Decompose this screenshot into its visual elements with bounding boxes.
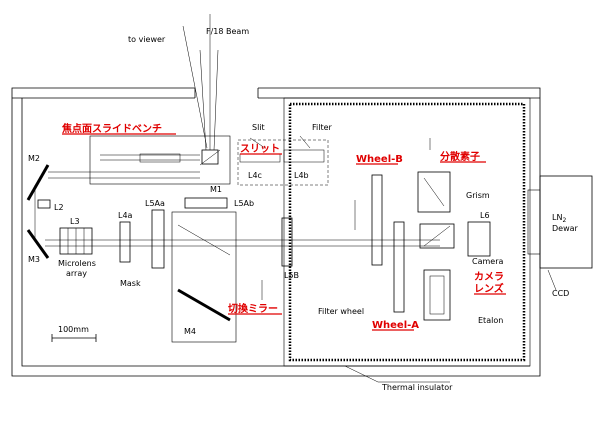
label-l5aa: L5Aa bbox=[145, 199, 165, 208]
label-filter-wheel: Filter wheel bbox=[318, 307, 364, 316]
label-to-viewer: to viewer bbox=[128, 35, 166, 44]
label-m1: M1 bbox=[210, 185, 222, 194]
lens-l6 bbox=[467, 221, 491, 257]
label-l4b: L4b bbox=[294, 171, 309, 180]
mirror-m2 bbox=[26, 164, 50, 201]
label-focal-bench: 焦点面スライドベンチ bbox=[61, 122, 162, 135]
focal-plane-bench bbox=[89, 135, 231, 185]
label-beam: F/18 Beam bbox=[206, 27, 249, 36]
motion-arrows bbox=[261, 138, 431, 300]
lens-l5b bbox=[281, 217, 293, 267]
lens-l5aa bbox=[151, 209, 165, 269]
label-l2: L2 bbox=[54, 203, 64, 212]
label-camera-lens-2: レンズ bbox=[474, 282, 504, 295]
label-ln2: LN2 bbox=[552, 213, 566, 224]
label-switch-mirror: 切換ミラー bbox=[228, 302, 278, 315]
switch-mirror-area bbox=[171, 211, 237, 343]
label-dewar: Dewar bbox=[552, 224, 579, 233]
mirror-m3 bbox=[26, 229, 50, 259]
label-slit: Slit bbox=[252, 123, 265, 132]
label-l4a: L4a bbox=[118, 211, 133, 220]
slit-filter-rail bbox=[237, 135, 329, 186]
label-m2: M2 bbox=[28, 154, 40, 163]
lens-l3 bbox=[59, 227, 93, 255]
label-l3: L3 bbox=[70, 217, 80, 226]
label-scale: 100mm bbox=[58, 325, 89, 334]
lens-l4a bbox=[119, 221, 131, 263]
label-l5b: L5B bbox=[284, 271, 299, 280]
label-l6: L6 bbox=[480, 211, 490, 220]
label-wheel-a: Wheel-A bbox=[372, 320, 419, 331]
label-thermal: Thermal insulator bbox=[381, 383, 453, 392]
thermal-insulator-box bbox=[283, 97, 531, 383]
label-filter: Filter bbox=[312, 123, 333, 132]
label-mask: Mask bbox=[120, 279, 141, 288]
label-m4: M4 bbox=[184, 327, 196, 336]
scale-bar bbox=[51, 334, 97, 342]
label-l4c: L4c bbox=[248, 171, 262, 180]
label-etalon: Etalon bbox=[478, 316, 503, 325]
label-m3: M3 bbox=[28, 255, 40, 264]
beam-paths-left bbox=[34, 171, 440, 247]
label-camera-lens-1: カメラ bbox=[474, 271, 504, 283]
wheel-a bbox=[393, 221, 405, 313]
lens-l2 bbox=[37, 199, 51, 209]
label-microlens: Microlens bbox=[58, 259, 96, 268]
dewar bbox=[527, 175, 593, 291]
label-l5ab: L5Ab bbox=[234, 199, 254, 208]
label-ccd: CCD bbox=[552, 289, 569, 298]
label-disperser: 分散素子 bbox=[440, 150, 480, 163]
wheel-b bbox=[371, 174, 383, 266]
label-wheel-b: Wheel-B bbox=[356, 154, 403, 165]
label-slit-jp: スリット bbox=[240, 143, 280, 155]
lens-l5ab bbox=[184, 197, 228, 209]
label-camera: Camera bbox=[472, 257, 503, 266]
disperser-stack bbox=[417, 171, 455, 321]
incoming-beam bbox=[182, 14, 219, 151]
label-array: array bbox=[66, 269, 87, 278]
label-grism: Grism bbox=[466, 191, 490, 200]
